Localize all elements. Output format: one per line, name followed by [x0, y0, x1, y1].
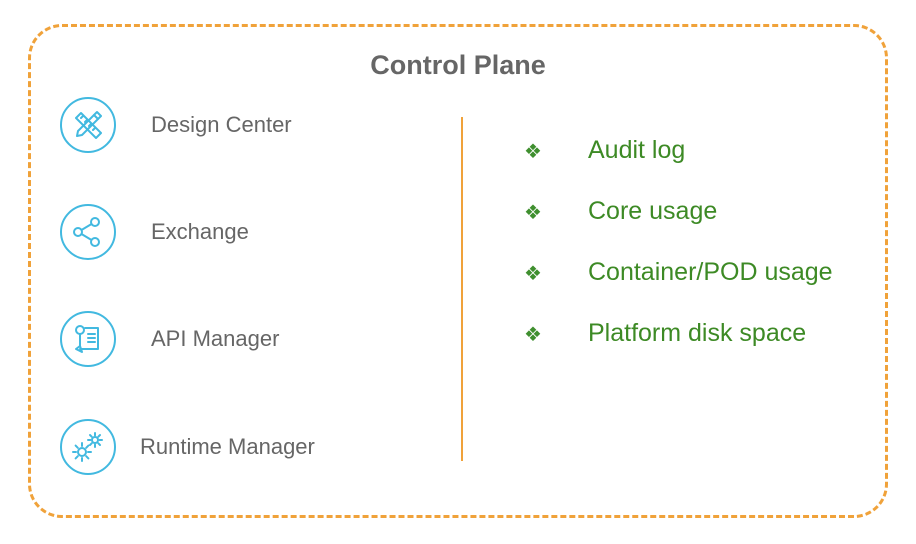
feature-container-pod-usage: ❖ Container/POD usage [524, 258, 833, 287]
share-icon [60, 204, 116, 260]
gears-icon [60, 419, 116, 475]
diamond-bullet-icon: ❖ [524, 138, 542, 163]
feature-platform-disk-space: ❖ Platform disk space [524, 319, 806, 348]
api-document-icon [60, 311, 116, 367]
tool-design-center: Design Center [60, 97, 292, 153]
feature-label: Core usage [588, 197, 718, 225]
feature-audit-log: ❖ Audit log [524, 136, 685, 165]
design-tools-icon [60, 97, 116, 153]
tool-label: Runtime Manager [140, 434, 315, 459]
tool-exchange: Exchange [60, 204, 249, 260]
control-plane-frame [28, 24, 888, 518]
feature-label: Platform disk space [588, 319, 807, 347]
tool-api-manager: API Manager [60, 311, 279, 367]
tool-label: Design Center [151, 112, 292, 137]
diamond-bullet-icon: ❖ [524, 199, 542, 224]
tool-label: Exchange [151, 219, 249, 244]
tool-label: API Manager [151, 326, 280, 351]
column-divider [461, 117, 463, 461]
feature-label: Container/POD usage [588, 258, 833, 286]
feature-core-usage: ❖ Core usage [524, 197, 717, 226]
tool-runtime-manager: Runtime Manager [60, 419, 315, 475]
diagram-title: Control Plane [370, 50, 546, 80]
diamond-bullet-icon: ❖ [524, 260, 542, 285]
feature-label: Audit log [588, 136, 686, 164]
diamond-bullet-icon: ❖ [524, 321, 542, 346]
